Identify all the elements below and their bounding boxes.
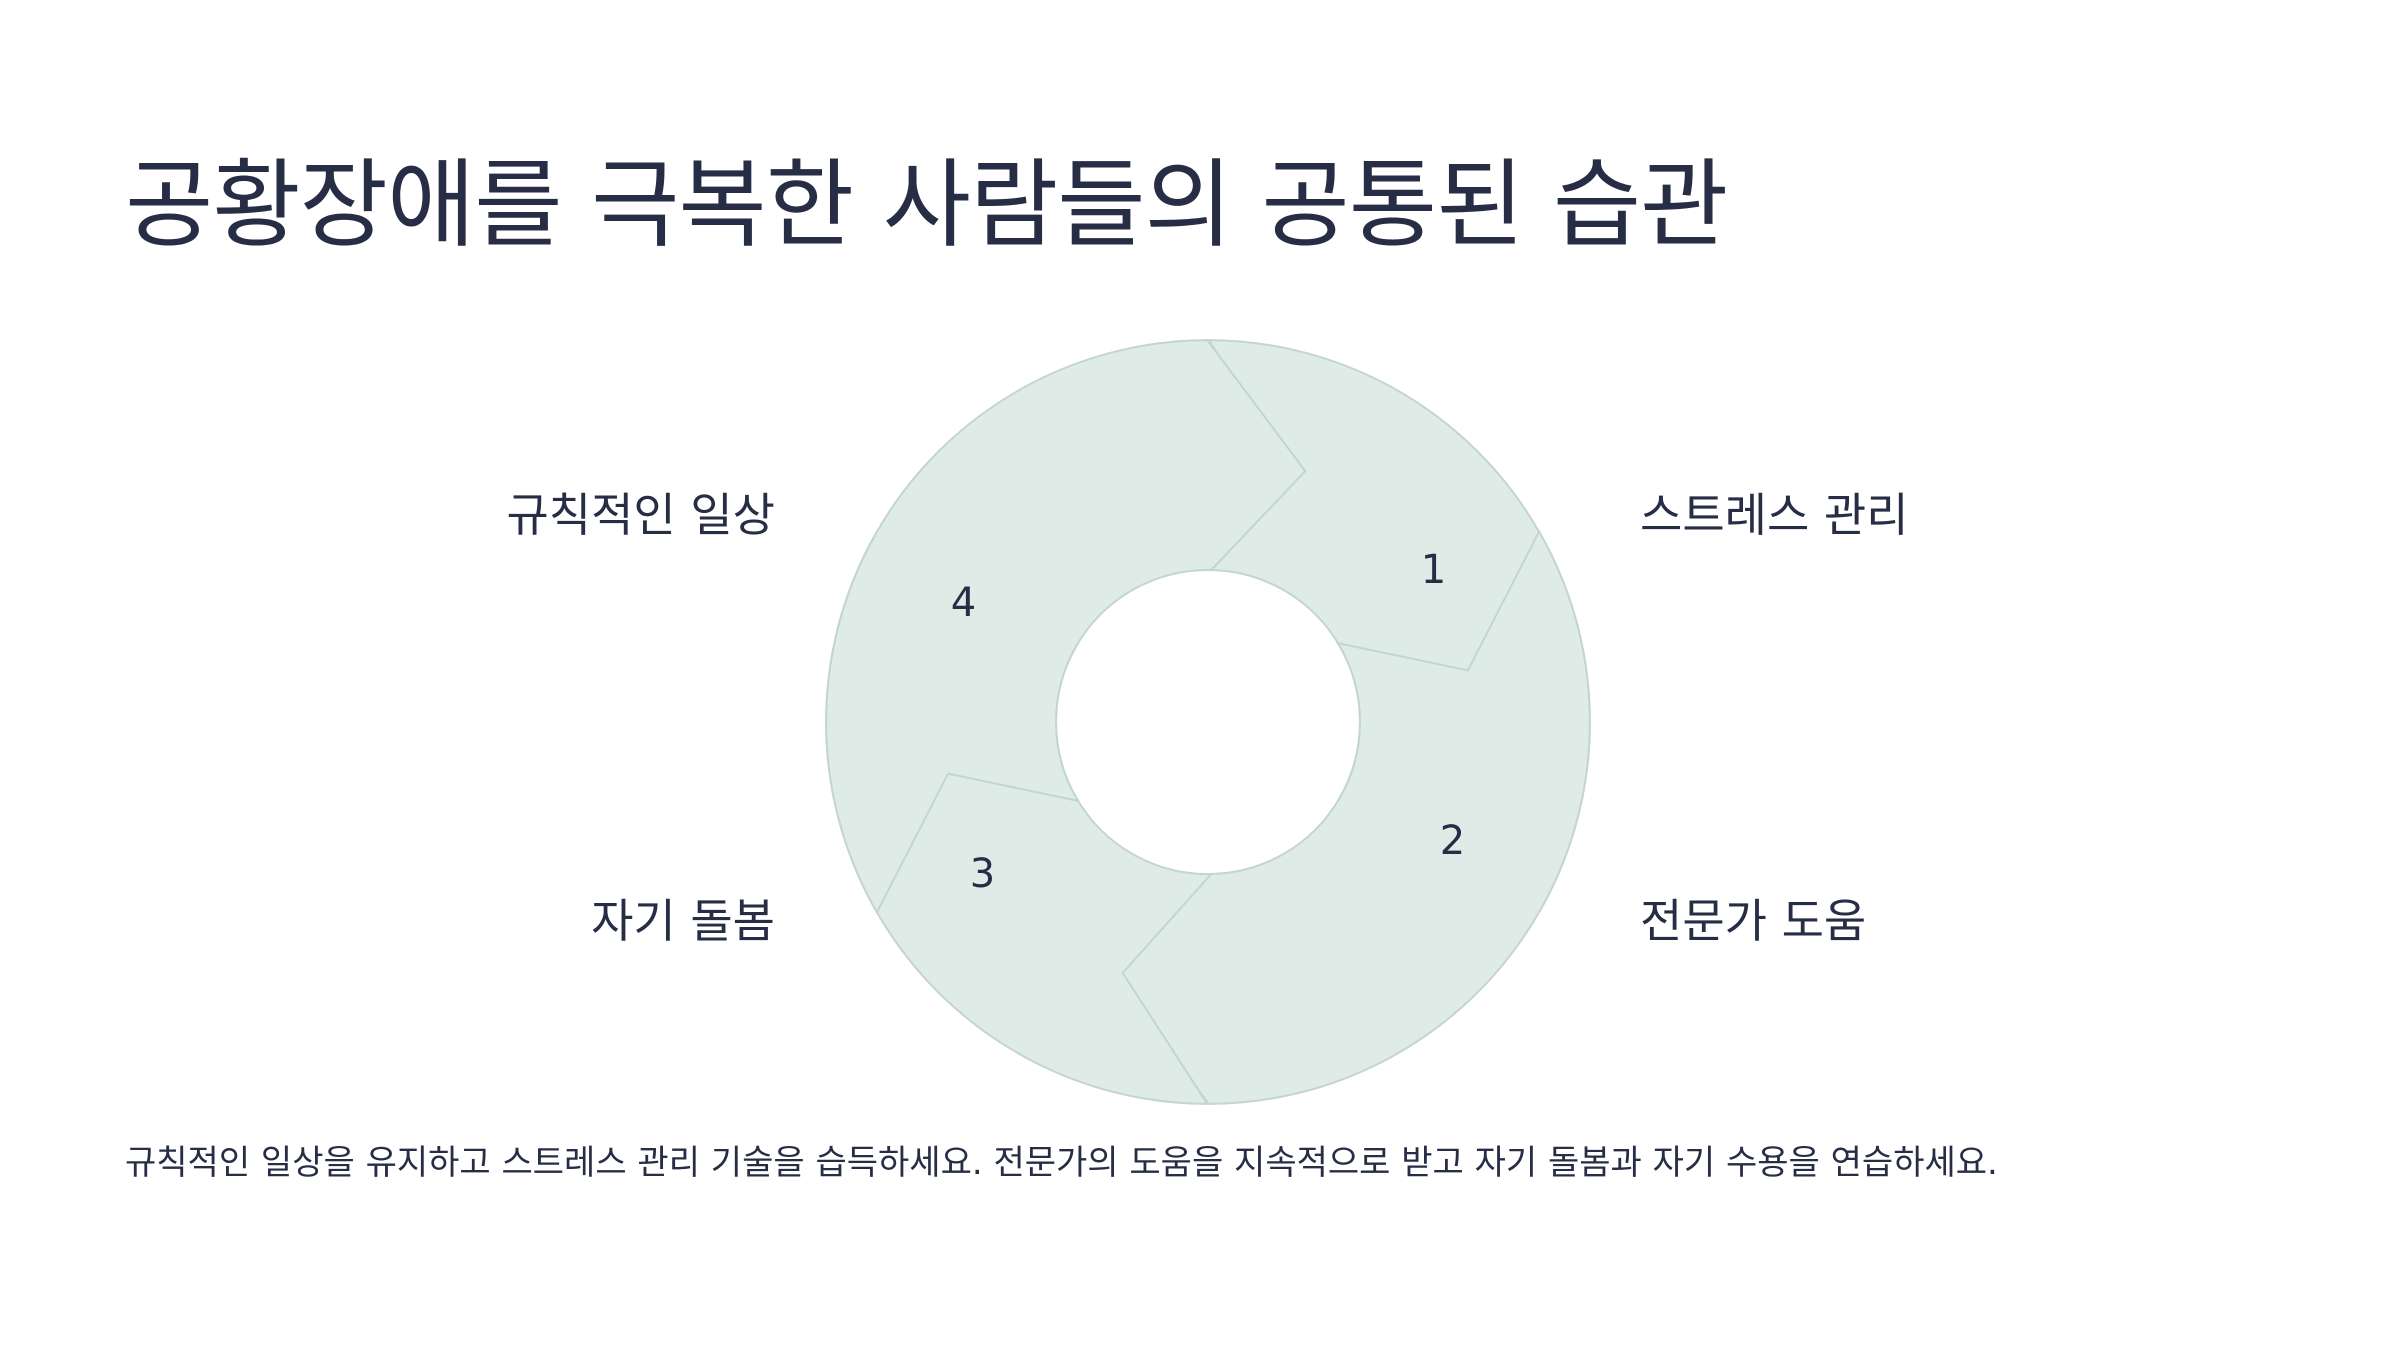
segment-number-2: 2 [1440,818,1465,864]
segment-number-3: 3 [970,851,995,897]
cycle-segment-2 [1109,529,1591,1105]
segment-number-1: 1 [1421,547,1446,593]
label-stress-management: 스트레스 관리 [1640,488,1909,542]
caption-text: 규칙적인 일상을 유지하고 스트레스 관리 기술을 습득하세요. 전문가의 도움… [125,1143,1998,1183]
segment-number-4: 4 [951,580,976,626]
label-regular-routine: 규칙적인 일상 [506,488,775,542]
label-self-care: 자기 돌봄 [591,894,775,948]
cycle-segment-4 [825,339,1307,915]
page-title: 공황장애를 극복한 사람들의 공통된 습관 [125,149,1729,261]
label-professional-help: 전문가 도움 [1640,894,1867,948]
